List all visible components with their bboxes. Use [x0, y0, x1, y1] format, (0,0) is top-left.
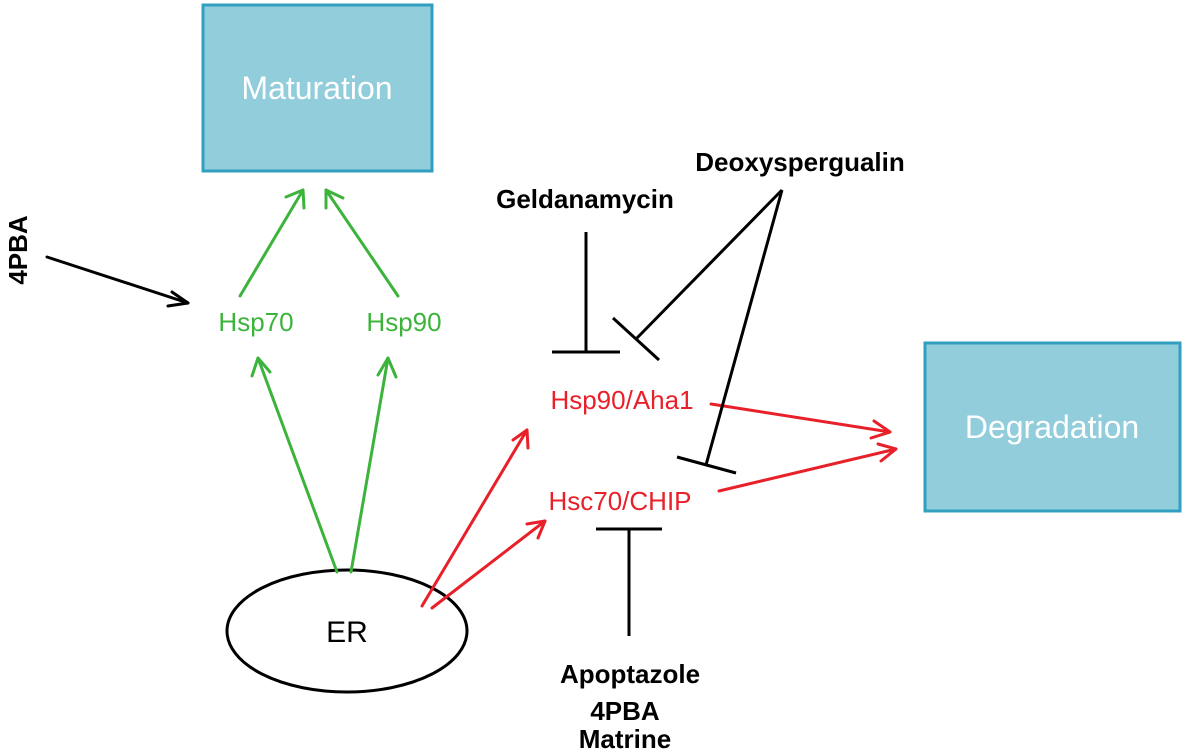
maturation-box — [201, 3, 434, 173]
arrow-er-to-hsc70-chip — [430, 519, 547, 610]
er-label: ER — [326, 616, 368, 649]
geldanamycin-label: Geldanamycin — [496, 184, 674, 214]
arrow-hsp90-aha1-to-degradation — [709, 402, 892, 434]
arrowhead-er-to-hsp90 — [376, 356, 398, 379]
er-ellipse — [225, 568, 469, 694]
arrowhead-hsc70-chip-to-degradation — [876, 442, 898, 463]
hsp90-label: Hsp90 — [366, 307, 441, 337]
deoxyspergualin-inhibitor-stem-2 — [704, 189, 784, 466]
arrowhead-er-to-hsp90-aha1 — [511, 428, 530, 450]
hsc70-chip-label: Hsc70/CHIP — [548, 486, 691, 516]
arrowhead-er-to-hsc70-chip — [525, 519, 547, 540]
inhibitor-lines — [552, 188, 784, 636]
arrowhead-hsp90-to-maturation — [324, 188, 345, 210]
arrow-er-to-hsp70 — [256, 356, 339, 574]
deoxyspergualin-label: Deoxyspergualin — [695, 147, 905, 177]
arrow-hsp90-to-maturation — [324, 188, 400, 298]
pba-left-label: 4PBA — [3, 215, 33, 285]
maturation-label: Maturation — [241, 70, 392, 106]
arrow-hsc70-chip-to-degradation — [717, 447, 898, 493]
arrowhead-er-to-hsp70 — [250, 356, 272, 378]
degradation-box — [923, 341, 1182, 513]
matrine-label: Matrine — [579, 724, 671, 752]
arrowhead-hsp90-aha1-to-degradation — [869, 419, 892, 440]
arrowhead-hsp70-to-maturation — [284, 188, 306, 210]
maturation-arrows — [238, 188, 400, 574]
deoxyspergualin-inhibitor-bar-1 — [611, 316, 661, 362]
deoxyspergualin-inhibitor-stem-1 — [635, 188, 784, 340]
pba-bottom-label: 4PBA — [590, 696, 660, 726]
hsp90-aha1-label: Hsp90/Aha1 — [550, 385, 693, 415]
arrow-er-to-hsp90-aha1 — [420, 428, 529, 608]
pba-activation-arrow — [45, 255, 190, 308]
degradation-arrows — [420, 402, 898, 610]
hsp70-label: Hsp70 — [218, 307, 293, 337]
arrow-er-to-hsp90 — [349, 356, 390, 574]
apoptazole-label: Apoptazole — [560, 659, 700, 689]
arrow-hsp70-to-maturation — [238, 188, 305, 298]
degradation-label: Degradation — [965, 409, 1139, 445]
deoxyspergualin-inhibitor-bar-2 — [676, 455, 737, 475]
